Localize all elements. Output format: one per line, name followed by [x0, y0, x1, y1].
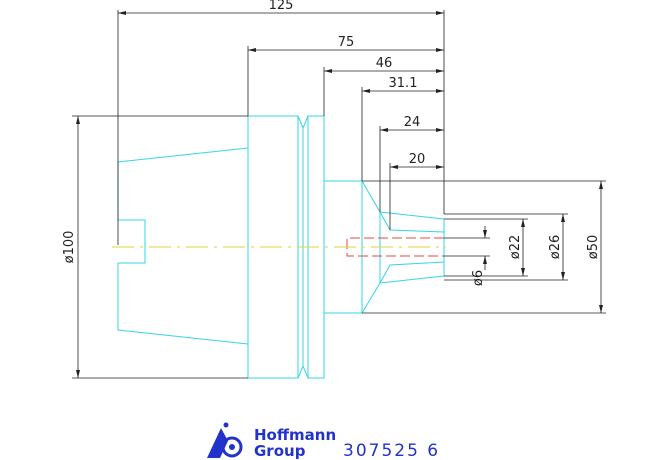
brand-line-1: Hoffmann — [254, 426, 336, 444]
dim-label-20: 20 — [409, 152, 426, 167]
brand-line-2: Group — [254, 442, 306, 460]
dim-label-d26: ø26 — [548, 235, 563, 260]
dim-label-24: 24 — [404, 115, 421, 130]
collet-taper-lower — [379, 261, 445, 284]
dim-label-125: 125 — [269, 0, 294, 13]
article-number: 307525 6 — [343, 441, 440, 460]
hoffmann-logo: Hoffmann Group — [207, 422, 336, 460]
dim-label-75: 75 — [338, 35, 355, 50]
arrowheads — [76, 11, 603, 378]
dim-label-46: 46 — [376, 56, 393, 71]
dim-label-31-1: 31.1 — [389, 76, 418, 91]
logo-mark-icon — [207, 422, 243, 458]
front-face — [361, 180, 445, 220]
dim-label-d22: ø22 — [508, 235, 523, 260]
dimension-lines — [72, 10, 606, 379]
front-face-lower — [361, 275, 445, 314]
dim-label-d50: ø50 — [586, 235, 601, 260]
dim-label-d6: ø6 — [471, 270, 486, 286]
dim-label-d100: ø100 — [62, 231, 77, 264]
taper-shank — [117, 147, 249, 345]
